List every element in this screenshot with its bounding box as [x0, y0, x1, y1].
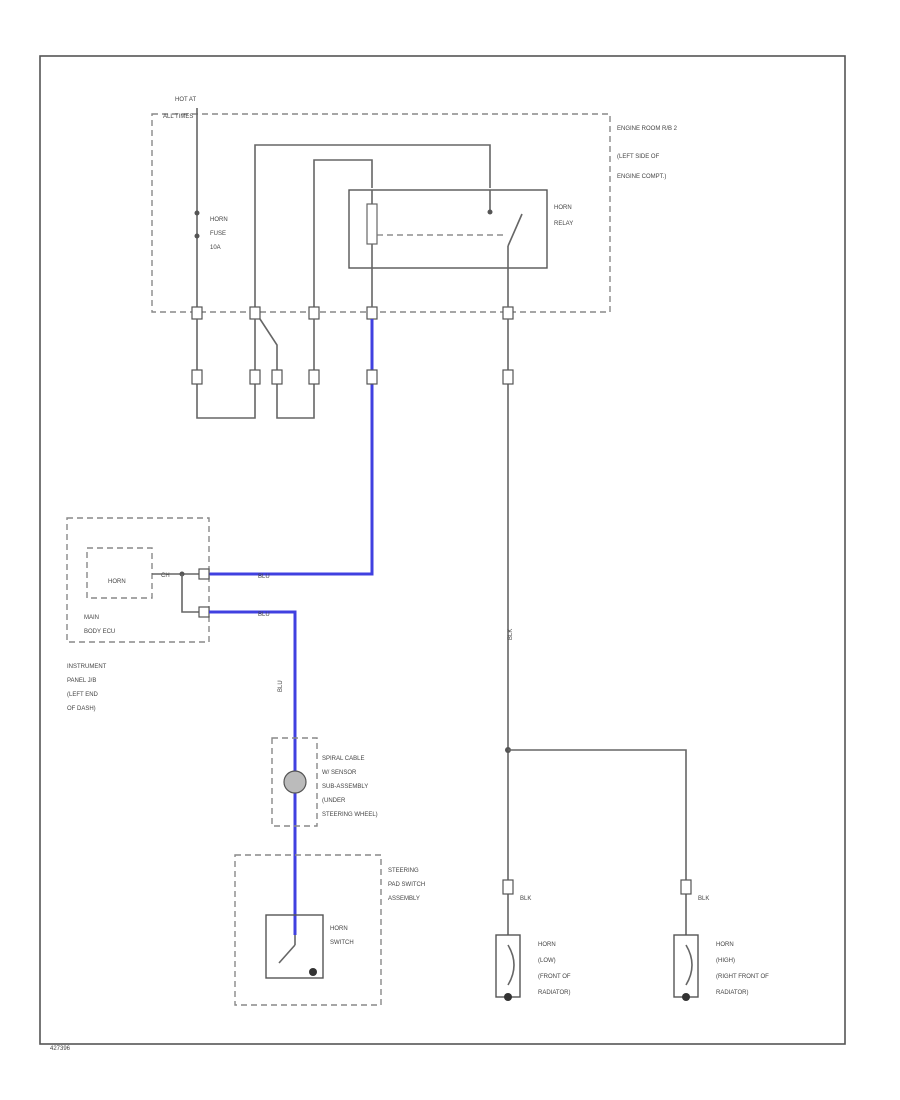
horn-relay-box	[348, 189, 548, 269]
engine-compt-label: ENGINE COMPT.)	[617, 174, 666, 180]
hot-at-label: HOT AT	[175, 97, 196, 103]
horn-high-symbol	[673, 934, 699, 998]
instrument-panel-label: INSTRUMENT	[67, 664, 107, 670]
wire-blu-label-2: BLU	[258, 612, 270, 618]
horn-low-label-4: RADIATOR)	[538, 990, 570, 996]
spiral-cable-label-4: (UNDER	[322, 798, 346, 804]
horn-high-label: HORN	[716, 942, 734, 948]
all-times-label: ALL TIMES	[163, 114, 193, 120]
diagram-footer-id: 427396	[50, 1046, 71, 1052]
steering-pad-label-2: PAD SWITCH	[388, 882, 425, 888]
horn-low-label-2: (LOW)	[538, 958, 556, 964]
wire-blu-label-1: BLU	[258, 574, 270, 580]
horn-switch-ground	[309, 968, 317, 976]
spiral-cable-label: SPIRAL CABLE	[322, 756, 364, 762]
horn-low-label: HORN	[538, 942, 556, 948]
steering-pad-label: STEERING	[388, 868, 419, 874]
wire-blk-label-2: BLK	[520, 896, 531, 902]
horn-fuse-label: HORN	[210, 217, 228, 223]
horn-switch-label: HORN	[330, 926, 348, 932]
instrument-panel-label-4: OF DASH)	[67, 706, 96, 712]
main-body-ecu-label-2: BODY ECU	[84, 629, 115, 635]
steering-pad-label-3: ASSEMBLY	[388, 896, 420, 902]
diagram-frame	[39, 55, 846, 1045]
horn-fuse-label-2: FUSE	[210, 231, 226, 237]
engine-room-rb-box	[151, 113, 611, 313]
instrument-panel-jb-box	[66, 517, 210, 643]
splice-ch-label: CH	[161, 573, 170, 579]
spiral-cable-label-3: SUB-ASSEMBLY	[322, 784, 368, 790]
spiral-cable-label-5: STEERING WHEEL)	[322, 812, 378, 818]
engine-left-side-label: (LEFT SIDE OF	[617, 154, 660, 160]
main-body-ecu-inner	[86, 547, 153, 599]
engine-room-rb-label: ENGINE ROOM R/B 2	[617, 126, 678, 132]
horn-low-label-3: (FRONT OF	[538, 974, 571, 980]
horn-fuse-amp-label: 10A	[210, 245, 221, 251]
horn-high-label-3: (RIGHT FRONT OF	[716, 974, 769, 980]
main-body-ecu-label: MAIN	[84, 615, 99, 621]
wire-blk-label: BLK	[508, 629, 514, 640]
horn-low-symbol	[495, 934, 521, 998]
horn-relay-label: HORN	[554, 205, 572, 211]
spiral-cable-box	[271, 737, 318, 827]
spiral-cable-symbol	[283, 770, 307, 794]
horn-inside-ecu-label: HORN	[108, 579, 126, 585]
steering-pad-switch-box	[234, 854, 382, 1006]
spiral-cable-label-2: W/ SENSOR	[322, 770, 357, 776]
instrument-panel-label-3: (LEFT END	[67, 692, 99, 698]
horn-high-label-4: RADIATOR)	[716, 990, 748, 996]
wire-blu-label-3: BLU	[278, 680, 284, 692]
horn-high-label-2: (HIGH)	[716, 958, 735, 964]
wire-blk-label-3: BLK	[698, 896, 709, 902]
horn-switch-box	[265, 914, 324, 979]
horn-relay-label-2: RELAY	[554, 221, 573, 227]
instrument-panel-label-2: PANEL J/B	[67, 678, 96, 684]
horn-switch-label-2: SWITCH	[330, 940, 354, 946]
